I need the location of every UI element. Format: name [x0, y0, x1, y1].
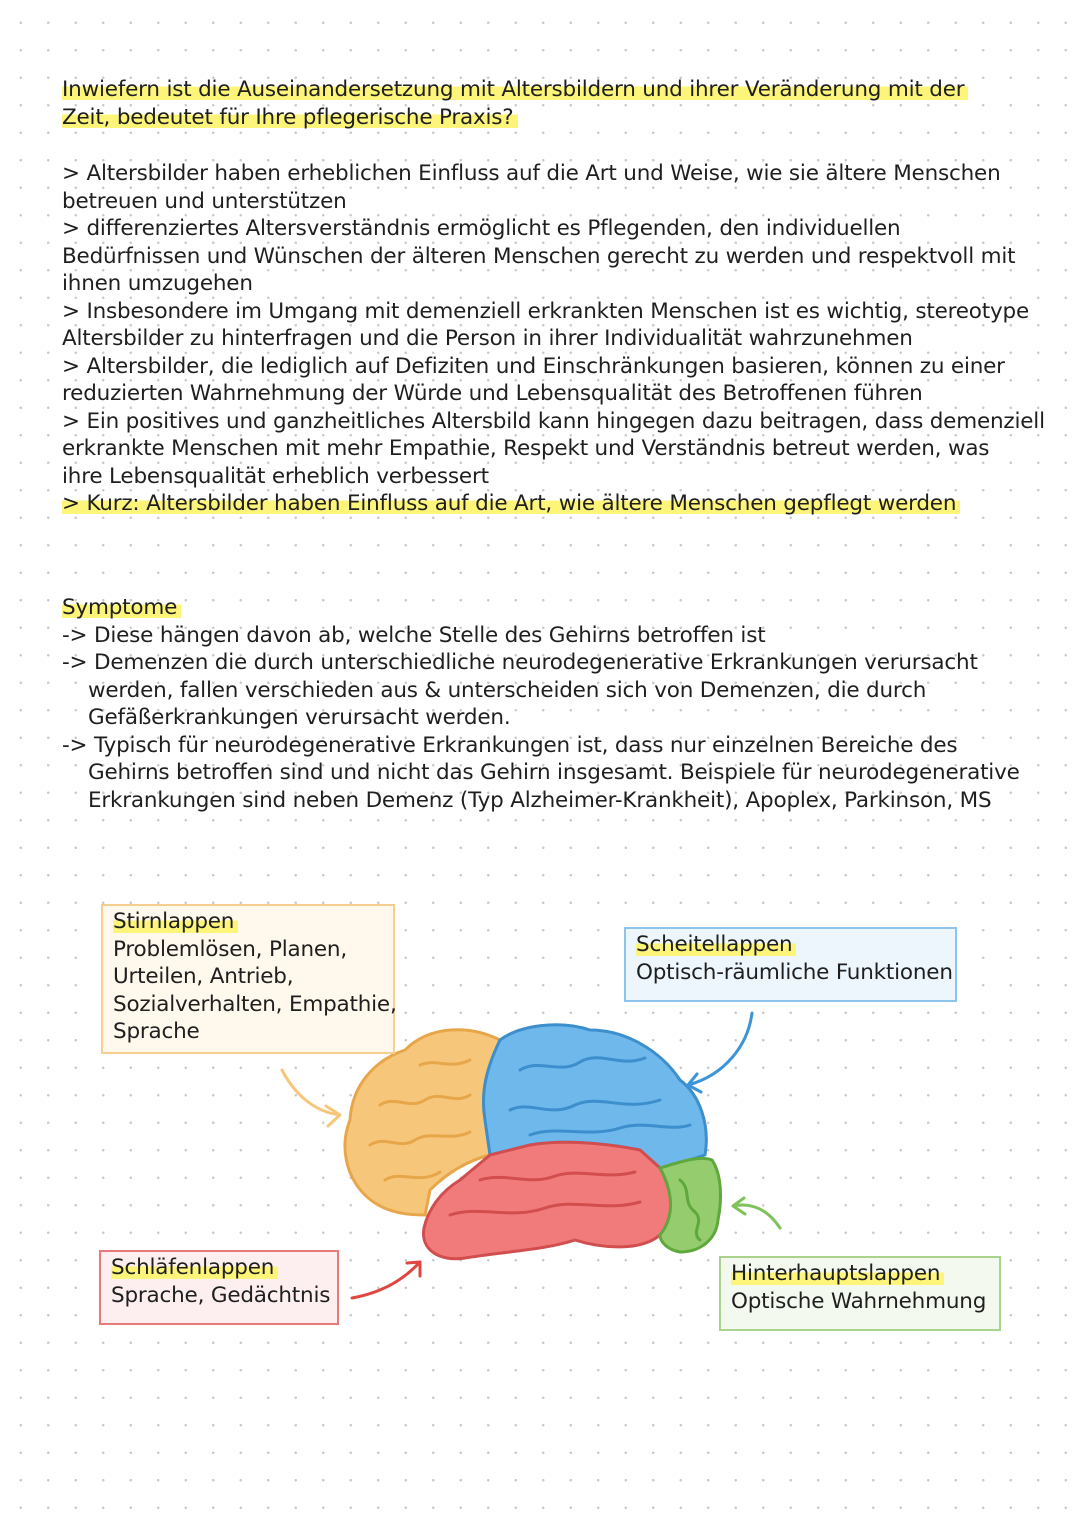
frontal-lobe-function: Problemlösen, Planen, — [113, 936, 347, 962]
answer-line: betreuen und unterstützen — [62, 188, 347, 214]
frontal-lobe-function: Sprache — [113, 1019, 200, 1044]
answer-line: > Ein positives und ganzheitliches Alter… — [62, 408, 1045, 434]
question-line: Zeit, bedeutet für Ihre pflegerische Pra… — [62, 104, 1032, 132]
temporal-arrow — [350, 1260, 422, 1300]
answer-line: > Altersbilder haben erheblichen Einflus… — [62, 161, 1001, 186]
question-line: Inwiefern ist die Auseinandersetzung mit… — [62, 76, 1032, 104]
frontal-lobe-function: Urteilen, Antrieb, — [113, 964, 294, 989]
symptom-line: werden, fallen verschieden aus & untersc… — [88, 677, 927, 703]
answer-line: ihre Lebensqualität erheblich verbessert — [62, 463, 489, 489]
answer-line: erkrankte Menschen mit mehr Empathie, Re… — [62, 436, 990, 461]
answer-line: ihnen umzugehen — [62, 271, 253, 296]
answer-line: reduzierten Wahrnehmung der Würde und Le… — [62, 381, 923, 406]
parietal-lobe-function: Optisch-räumliche Funktionen — [636, 959, 953, 985]
parietal-lobe-box: Scheitellappen Optisch-räumliche Funktio… — [624, 927, 957, 1002]
symptoms-heading: Symptome — [62, 594, 1032, 622]
gyri-lines — [368, 1056, 702, 1242]
temporal-lobe-function: Sprache, Gedächtnis — [111, 1282, 331, 1308]
frontal-lobe-function: Sozialverhalten, Empathie, — [113, 991, 397, 1017]
temporal-lobe-shape — [422, 1140, 673, 1261]
question-block: Inwiefern ist die Auseinandersetzung mit… — [62, 76, 1032, 131]
answer-line: Altersbilder zu hinterfragen und die Per… — [62, 326, 913, 351]
answer-line: > Altersbilder, die lediglich auf Defizi… — [62, 353, 1005, 379]
symptoms-block: Symptome -> Diese hängen davon ab, welch… — [62, 594, 1032, 814]
occipital-lobe-box: Hinterhauptslappen Optische Wahrnehmung — [719, 1256, 1001, 1331]
brain-illustration — [280, 1011, 782, 1300]
frontal-lobe-title: Stirnlappen — [113, 908, 239, 936]
symptom-line: Gehirns betroffen sind und nicht das Geh… — [88, 760, 1020, 785]
symptom-line: Gefäßerkrankungen verursacht werden. — [88, 705, 511, 730]
occipital-lobe-title: Hinterhauptslappen — [731, 1260, 945, 1288]
symptom-line: Erkrankungen sind neben Demenz (Typ Alzh… — [88, 787, 992, 813]
summary-line: > Kurz: Altersbilder haben Einfluss auf … — [62, 490, 1032, 518]
occipital-arrow — [731, 1196, 782, 1230]
frontal-arrow — [280, 1068, 342, 1128]
answer-line: > differenziertes Altersverständnis ermö… — [62, 216, 901, 241]
frontal-lobe-box: Stirnlappen Problemlösen, Planen, Urteil… — [101, 904, 397, 1054]
answer-line: Bedürfnissen und Wünschen der älteren Me… — [62, 243, 1016, 269]
occipital-lobe-function: Optische Wahrnehmung — [731, 1288, 987, 1314]
symptom-line: -> Typisch für neurodegenerative Erkrank… — [62, 732, 958, 758]
temporal-lobe-title: Schläfenlappen — [111, 1254, 279, 1282]
answer-block: > Altersbilder haben erheblichen Einflus… — [62, 160, 1045, 518]
symptom-line: -> Demenzen die durch unterschiedliche n… — [62, 650, 978, 675]
parietal-lobe-title: Scheitellappen — [636, 931, 797, 959]
answer-line: > Insbesondere im Umgang mit demenziell … — [62, 298, 1029, 324]
parietal-arrow — [686, 1011, 754, 1094]
symptom-line: -> Diese hängen davon ab, welche Stelle … — [62, 622, 766, 648]
temporal-lobe-box: Schläfenlappen Sprache, Gedächtnis — [99, 1250, 339, 1325]
brain-diagram: Stirnlappen Problemlösen, Planen, Urteil… — [0, 880, 1080, 1360]
